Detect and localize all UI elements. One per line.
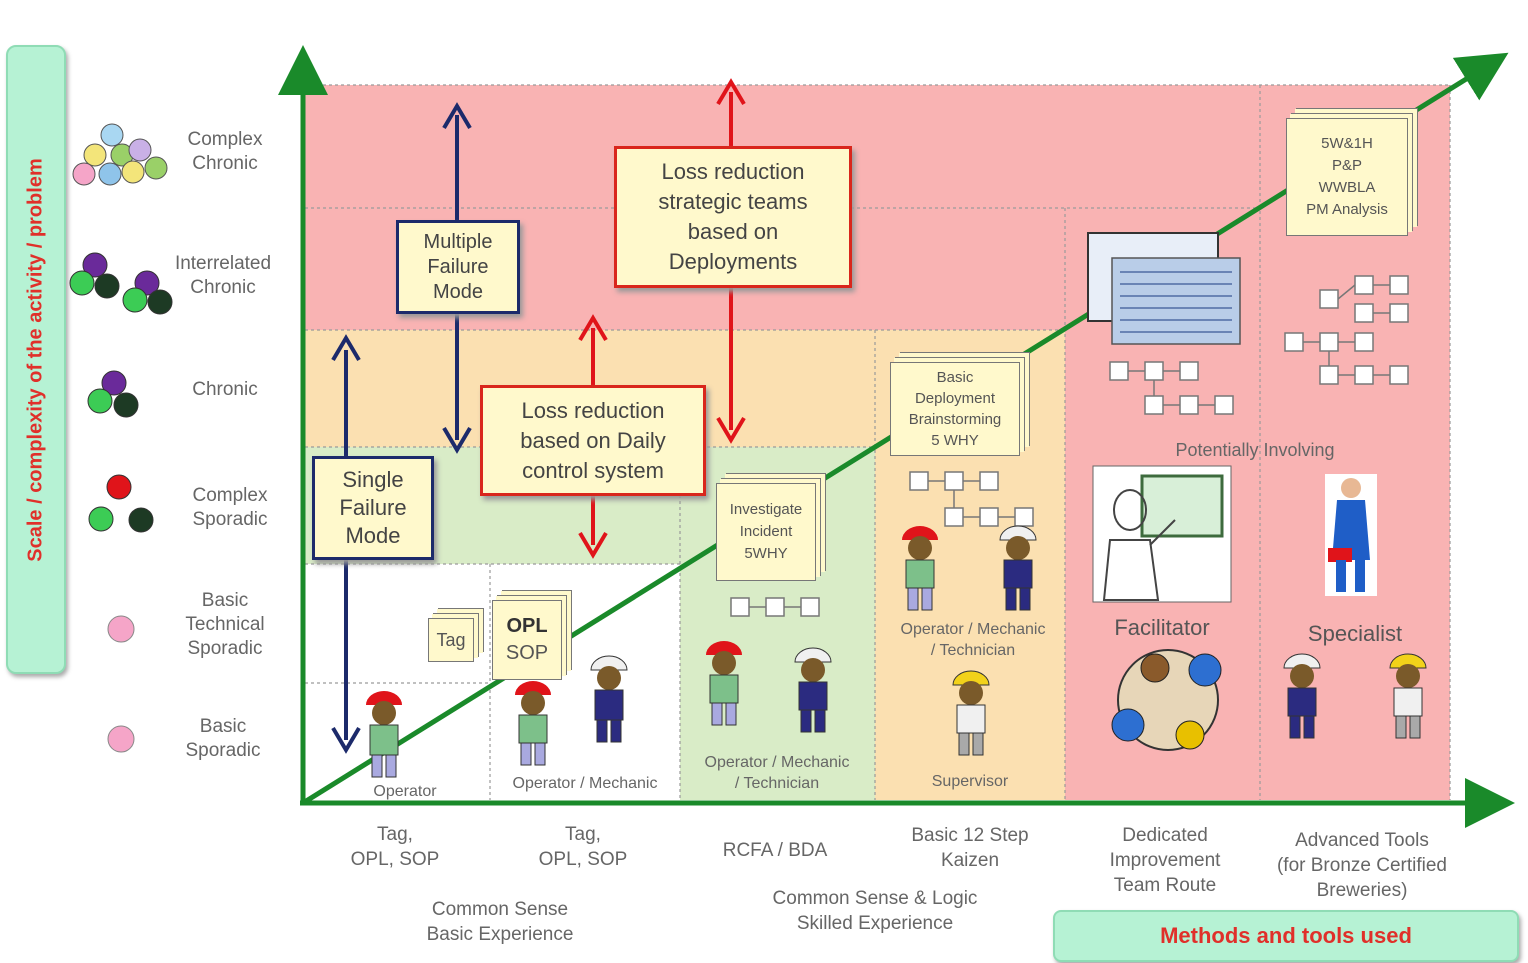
basic-sporadic-icon xyxy=(107,725,135,753)
operator-figure-1 xyxy=(366,691,402,778)
role-operator: Operator xyxy=(373,783,437,800)
category-chronic: Chronic xyxy=(192,379,258,400)
supervisor-figure xyxy=(952,670,990,756)
role-specialist: Specialist xyxy=(1307,621,1403,646)
role-facilitator: Facilitator xyxy=(1114,615,1210,640)
complex-sporadic-icon xyxy=(88,474,154,533)
mechanic-figure-4 xyxy=(1283,653,1321,739)
method-rcfa-bda: RCFA / BDA xyxy=(722,840,828,861)
whiteboard-icon xyxy=(1092,465,1232,603)
chronic-icon xyxy=(87,370,139,418)
zone-orange-right xyxy=(875,447,1065,800)
role-operator-mechanic: Operator / Mechanic xyxy=(512,775,658,792)
role-operator-mechanic-technician-2: Operator / Mechanic/ Technician xyxy=(900,621,1046,659)
role-operator-mechanic-technician-1: Operator / Mechanic/ Technician xyxy=(704,754,850,792)
operator-figure-3 xyxy=(706,641,742,726)
role-supervisor: Supervisor xyxy=(931,773,1009,790)
mechanic-figure-3 xyxy=(999,525,1037,611)
operator-figure-4 xyxy=(902,526,938,611)
grid-lines xyxy=(305,84,1451,800)
method-tag-opl-sop-2: Tag,OPL, SOP xyxy=(538,824,628,870)
x-axis-label: Methods and tools used xyxy=(1053,910,1519,962)
method-tag-opl-sop-1: Tag,OPL, SOP xyxy=(350,824,440,870)
software-screen-icon xyxy=(1087,232,1241,345)
y-axis-label-box: Scale / complexity of the activity / pro… xyxy=(6,45,66,674)
complex-chronic-icon xyxy=(72,123,168,186)
mechanic-figure-1 xyxy=(590,655,628,743)
flowchart-icon-3 xyxy=(1109,361,1234,415)
tag-document: Tag xyxy=(428,618,474,662)
basic-technical-sporadic-icon xyxy=(107,615,135,643)
operator-figure-2 xyxy=(515,681,551,766)
potentially-involving-label: Potentially Involving xyxy=(1175,440,1335,460)
specialist-icon xyxy=(1325,474,1377,596)
flowchart-icon-2 xyxy=(909,471,1034,527)
flowchart-icon-1 xyxy=(730,597,820,617)
team-meeting-icon xyxy=(1111,649,1222,751)
supervisor-figure-2 xyxy=(1389,653,1427,739)
flowchart-icon-4 xyxy=(1284,275,1409,385)
mechanic-figure-2 xyxy=(794,647,832,733)
interrelated-chronic-icon xyxy=(69,252,173,315)
